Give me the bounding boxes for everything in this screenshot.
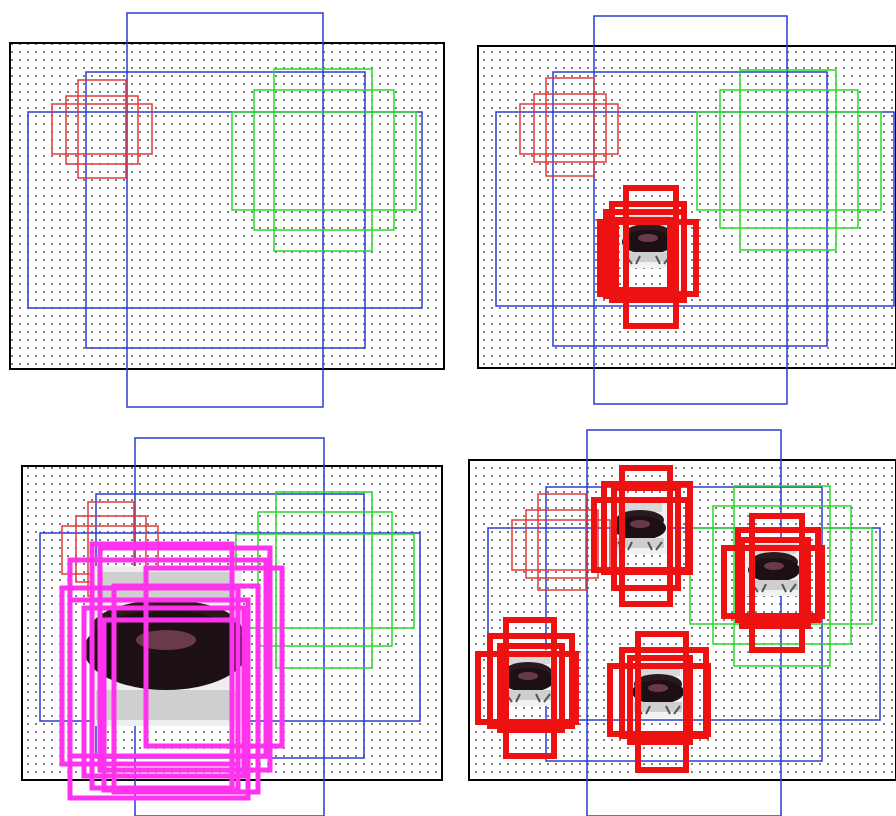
panel-bottom-right [469, 430, 896, 816]
feature-grid [10, 43, 444, 369]
panel-bottom-left [22, 438, 442, 816]
panel-top-left [10, 13, 444, 407]
panel-top-right [478, 16, 896, 404]
